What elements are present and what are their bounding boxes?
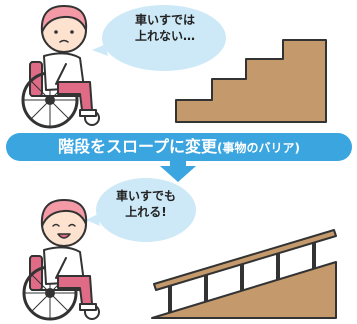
wheelchair-user-bottom bbox=[22, 199, 100, 321]
speech-bubble-top bbox=[92, 5, 226, 71]
speech-bubble-bottom bbox=[86, 178, 196, 242]
speech-bubble-top-text: 車いすでは 上れない… bbox=[110, 12, 220, 44]
banner-subtitle: (事物のバリア) bbox=[217, 141, 301, 155]
speech-line-1: 車いすでは bbox=[134, 13, 196, 27]
speech-bubble-bottom-text: 車いすでも 上れる! bbox=[100, 188, 192, 220]
speech-line-2: 上れない… bbox=[134, 29, 195, 43]
speech-line-2: 上れる! bbox=[125, 205, 167, 219]
title-banner: 階段をスロープに変更(事物のバリア) bbox=[6, 133, 352, 161]
ramp bbox=[151, 229, 337, 319]
banner-title: 階段をスロープに変更 bbox=[57, 137, 218, 156]
down-arrow-icon bbox=[160, 158, 196, 182]
speech-line-1: 車いすでも bbox=[115, 189, 177, 203]
staircase bbox=[175, 39, 327, 123]
wheelchair-user-top bbox=[21, 5, 100, 129]
